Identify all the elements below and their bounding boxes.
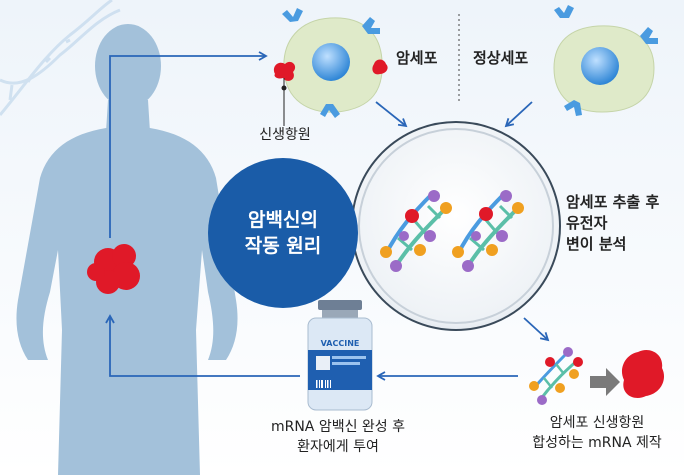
label-vaccine-line1: mRNA 암백신 완성 후 [270, 419, 406, 435]
center-title-line1: 암백신의 [248, 209, 318, 231]
arrow-normal-to-analysis [504, 101, 533, 128]
dna-analysis-lens [351, 121, 561, 331]
vial-label-text: VACCINE [320, 339, 360, 348]
label-normal-cell: 정상세포 [473, 49, 529, 67]
center-title-line2: 작동 원리 [244, 235, 322, 257]
label-analysis-line1: 암세포 추출 후 [566, 193, 660, 211]
dna-strand-right [452, 190, 524, 272]
tumor-in-body [87, 244, 140, 294]
arrow-body-to-cancer-cell [109, 51, 268, 238]
label-analysis-line2: 유전자 [566, 214, 608, 232]
normal-cell [553, 5, 658, 116]
arrow-analysis-to-mrna [523, 317, 550, 342]
label-mrna-line1: 암세포 신생항원 [549, 415, 645, 431]
label-vaccine-line2: 환자에게 투여 [297, 439, 379, 455]
cancer-cell [273, 8, 388, 118]
label-mrna-line2: 합성하는 mRNA 제작 [532, 435, 662, 451]
background-helix-decoration [0, 0, 121, 116]
human-body-silhouette [16, 24, 238, 475]
dna-strand-left [380, 190, 452, 272]
label-analysis-line3: 변이 분석 [566, 235, 627, 253]
vaccine-vial [307, 300, 373, 411]
label-cancer-cell: 암세포 [396, 49, 438, 67]
neoantigen-pointer-dot [281, 85, 287, 91]
label-neoantigen: 신생항원 [259, 127, 311, 143]
synthesized-antigen [621, 349, 665, 399]
grey-arrow [590, 368, 620, 396]
arrow-cancer-to-analysis [375, 101, 408, 128]
arrow-vaccine-to-body [105, 314, 300, 377]
mrna-helix-small [529, 347, 583, 405]
center-title-badge: 암백신의 작동 원리 [208, 158, 358, 308]
